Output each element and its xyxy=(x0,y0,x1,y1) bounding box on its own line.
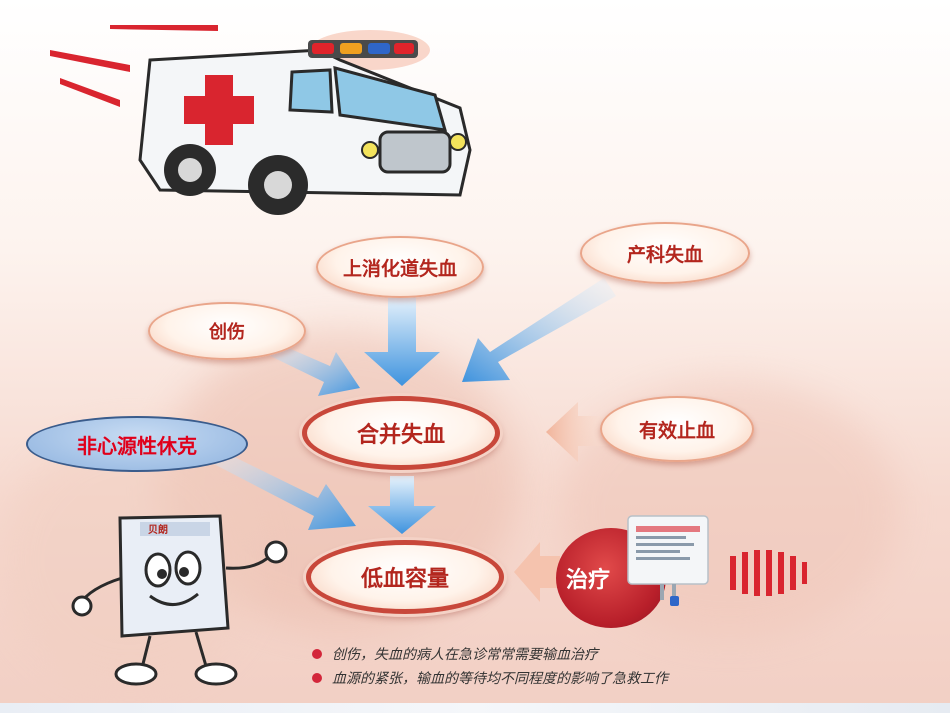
node-hemostasis-label: 有效止血 xyxy=(638,419,715,442)
node-trauma: 创伤 xyxy=(148,302,306,360)
treatment-label: 治疗 xyxy=(566,568,611,593)
notes-list: 创伤，失血的病人在急诊常常需要输血治疗 血源的紧张，输血的等待均不同程度的影响了… xyxy=(312,642,668,690)
node-hypovolemia-label: 低血容量 xyxy=(360,567,449,592)
arrow-obstetric xyxy=(462,278,616,382)
note-item: 创伤，失血的病人在急诊常常需要输血治疗 xyxy=(312,642,668,666)
arrow-treatment-tail xyxy=(730,550,807,596)
node-combined-bleeding: 合并失血 xyxy=(302,396,500,470)
mascot-illustration: 贝朗 xyxy=(71,514,288,686)
arrow-upper-gi xyxy=(364,296,440,386)
node-hypovolemia: 低血容量 xyxy=(306,540,504,614)
node-obstetric-bleeding: 产科失血 xyxy=(580,222,750,284)
node-non-cardiogenic-shock: 非心源性休克 xyxy=(26,416,248,472)
node-effective-hemostasis: 有效止血 xyxy=(600,396,754,462)
node-combined-label: 合并失血 xyxy=(356,423,445,448)
node-shock-label: 非心源性休克 xyxy=(77,433,197,458)
note-text: 血源的紧张，输血的等待均不同程度的影响了急救工作 xyxy=(332,671,668,687)
node-upper-gi-bleeding: 上消化道失血 xyxy=(316,236,484,298)
node-trauma-label: 创伤 xyxy=(209,322,245,343)
iv-bag-illustration xyxy=(627,515,709,606)
bullet-icon xyxy=(312,649,322,659)
footer-strip xyxy=(0,703,950,713)
bullet-icon xyxy=(312,673,322,683)
note-item: 血源的紧张，输血的等待均不同程度的影响了急救工作 xyxy=(312,666,668,690)
arrow-shock xyxy=(210,450,356,530)
mascot-brand-label: 贝朗 xyxy=(148,523,168,536)
note-text: 创伤，失血的病人在急诊常常需要输血治疗 xyxy=(332,647,598,663)
ambulance-illustration xyxy=(50,25,472,215)
arrow-combined-down xyxy=(368,476,436,534)
node-obstetric-label: 产科失血 xyxy=(626,243,703,266)
arrow-trauma xyxy=(262,340,360,396)
arrow-treatment xyxy=(514,542,560,602)
node-upper-gi-label: 上消化道失血 xyxy=(342,257,457,280)
arrow-hemostasis xyxy=(546,402,608,462)
